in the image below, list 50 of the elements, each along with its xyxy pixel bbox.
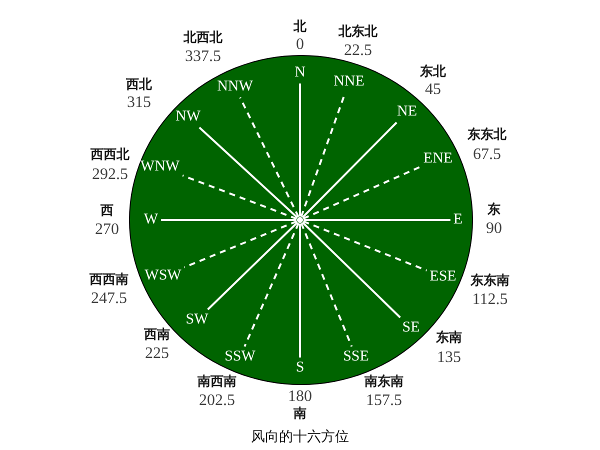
direction-name: 西南	[144, 328, 170, 342]
degree-value: 292.5	[92, 167, 128, 183]
degree-value: 225	[145, 346, 169, 362]
direction-name: 南西南	[198, 376, 236, 388]
compass-point-label: ENE	[423, 152, 453, 166]
direction-name: 北东北	[338, 26, 378, 38]
degree-value: 67.5	[473, 147, 501, 163]
compass-point-label: WSW	[144, 268, 182, 284]
compass-point-label: SW	[186, 312, 208, 328]
degree-value: 337.5	[185, 49, 221, 65]
degree-value: 90	[486, 221, 502, 237]
compass-point-label: S	[296, 360, 304, 376]
degree-value: 22.5	[344, 43, 372, 59]
compass-point-label: NNE	[334, 74, 364, 90]
degree-value: 270	[95, 222, 119, 238]
degree-value: 202.5	[199, 393, 235, 409]
center-dot	[297, 217, 303, 223]
caption: 风向的十六方位	[251, 430, 349, 444]
degree-value: 247.5	[91, 291, 127, 307]
degree-value: 0	[296, 37, 304, 53]
degree-value: 180	[288, 389, 312, 405]
direction-name: 北西北	[184, 32, 222, 44]
compass-point-label: E	[453, 212, 463, 228]
direction-name: 东东北	[468, 128, 506, 142]
direction-name: 东南	[436, 332, 462, 344]
degree-value: 135	[437, 350, 461, 366]
direction-name: 西西南	[90, 274, 128, 286]
direction-name: 东	[488, 204, 500, 216]
degree-value: 112.5	[472, 292, 508, 308]
degree-value: 157.5	[366, 393, 402, 409]
compass-point-label: NW	[176, 110, 200, 124]
direction-name: 东东南	[470, 274, 510, 288]
direction-name: 东北	[420, 66, 446, 78]
compass-point-label: SSW	[224, 350, 256, 364]
compass-point-label: NNW	[217, 80, 253, 94]
direction-name: 南	[294, 408, 306, 420]
compass-point-label: W	[144, 212, 158, 228]
compass-point-label: WNW	[140, 160, 180, 174]
compass-point-label: SSE	[343, 350, 369, 364]
direction-name: 西西北	[90, 148, 130, 162]
direction-name: 西	[100, 204, 114, 218]
direction-name: 北	[294, 20, 306, 34]
degree-value: 315	[127, 95, 151, 111]
direction-name: 南东南	[364, 376, 404, 388]
compass-point-label: N	[294, 66, 306, 80]
degree-value: 45	[425, 82, 441, 98]
compass-point-label: SE	[402, 320, 420, 336]
compass-point-label: NE	[397, 104, 417, 120]
compass-point-label: ESE	[430, 270, 456, 284]
direction-name: 西北	[126, 78, 152, 92]
